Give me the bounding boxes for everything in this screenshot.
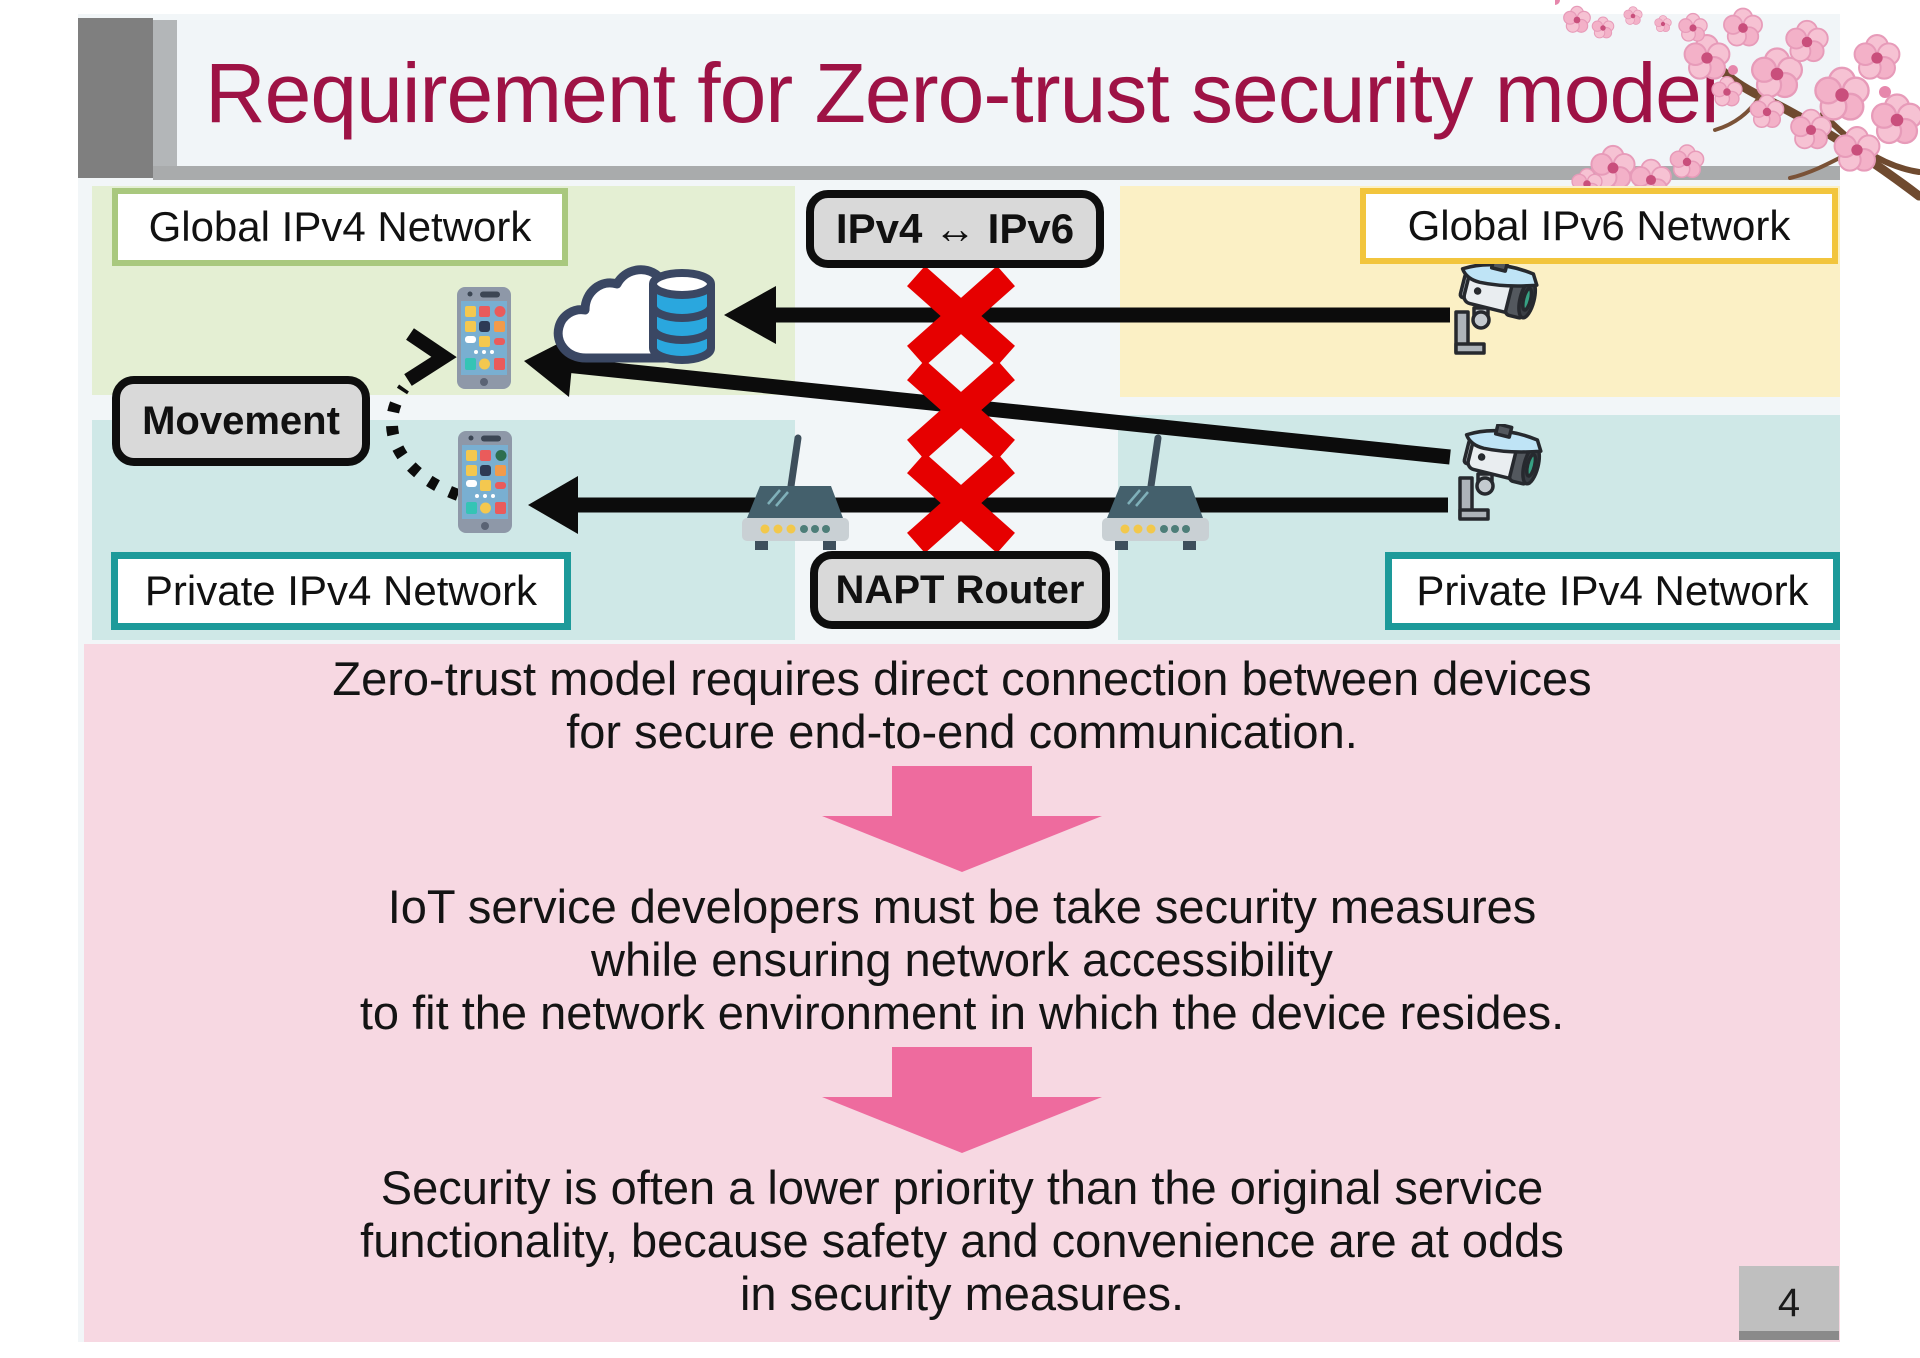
header-gray-strip [153, 20, 177, 166]
body-text-line: while ensuring network accessibility [591, 933, 1333, 986]
wifi-router-icon [742, 434, 849, 550]
body-text-line: to fit the network environment in which … [359, 986, 1565, 1039]
smartphone-icon [458, 431, 512, 533]
connection-arrow [528, 476, 1448, 534]
blocked-cross-icon [907, 452, 1015, 554]
page-number-badge: 4 [1739, 1266, 1839, 1340]
movement-arrow-icon [386, 328, 461, 501]
cherry-blossom-decoration [1555, 0, 1920, 201]
tag-ipv4-ipv6: IPv4 ↔ IPv6 [806, 190, 1104, 268]
body-text-line: Zero-trust model requires direct connect… [332, 652, 1592, 705]
page-number: 4 [1777, 1280, 1801, 1325]
cloud-database-icon [553, 265, 715, 364]
tag-napt-router: NAPT Router [810, 551, 1110, 629]
blocked-cross-icon [907, 359, 1015, 461]
connection-arrow [724, 286, 1450, 344]
body-text-line: for secure end-to-end communication. [566, 705, 1358, 758]
smartphone-icon [457, 287, 511, 389]
blocked-cross-icon [907, 265, 1015, 367]
body-text-line: functionality, because safety and conven… [360, 1214, 1564, 1267]
down-arrow-icon [822, 1047, 1102, 1153]
page-number-underline [1739, 1331, 1839, 1340]
body-text-line: in security measures. [739, 1267, 1185, 1320]
title-band: Requirement for Zero-trust security mode… [177, 20, 1840, 166]
label-global-ipv6-network: Global IPv6 Network [1360, 188, 1838, 264]
slide-title: Requirement for Zero-trust security mode… [205, 45, 1720, 140]
body-text-line: Security is often a lower priority than … [380, 1161, 1544, 1214]
cctv-camera-icon [1454, 258, 1539, 355]
tag-movement: Movement [112, 376, 370, 466]
down-arrow-icon [822, 766, 1102, 872]
wifi-router-icon [1102, 434, 1209, 550]
header-divider [153, 166, 1840, 180]
label-global-ipv4-network: Global IPv4 Network [112, 188, 568, 266]
cctv-camera-icon [1458, 424, 1543, 521]
label-private-ipv4-network-left: Private IPv4 Network [111, 552, 571, 630]
label-private-ipv4-network-right: Private IPv4 Network [1385, 552, 1840, 630]
body-text-line: IoT service developers must be take secu… [387, 880, 1537, 933]
header-gray-block [78, 18, 153, 178]
conclusion-panel: Zero-trust model requires direct connect… [84, 644, 1840, 1342]
